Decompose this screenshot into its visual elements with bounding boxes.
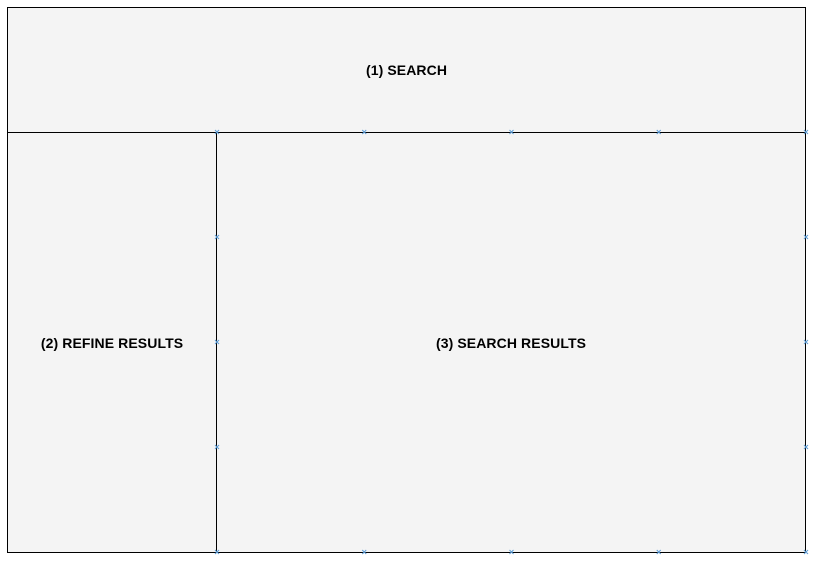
search-results-region: (3) SEARCH RESULTS bbox=[217, 132, 806, 553]
search-region: (1) SEARCH bbox=[7, 7, 806, 133]
refine-results-region-label: (2) REFINE RESULTS bbox=[40, 334, 184, 351]
search-results-region-label: (3) SEARCH RESULTS bbox=[435, 334, 587, 351]
refine-results-region: (2) REFINE RESULTS bbox=[7, 132, 218, 553]
search-region-label: (1) SEARCH bbox=[365, 62, 448, 78]
